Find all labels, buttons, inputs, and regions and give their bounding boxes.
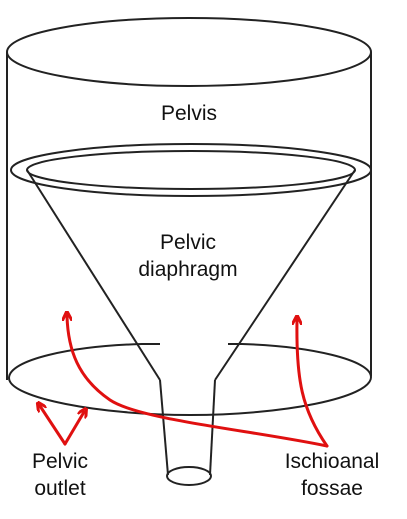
fossae-arrow-right xyxy=(297,320,329,448)
funnel-rim-inner xyxy=(26,150,356,190)
outlet-arrow-right xyxy=(63,412,84,446)
funnel-rim-outer xyxy=(10,143,372,197)
pelvic-outlet-ellipse xyxy=(7,343,373,417)
label-pelvic-outlet-line1: Pelvic xyxy=(32,450,88,473)
label-pelvic-diaphragm-line1: Pelvic xyxy=(160,231,216,254)
cylinder-top-ellipse xyxy=(6,17,372,87)
label-ischioanal-fossae-line2: fossae xyxy=(301,477,363,500)
funnel-stem-left xyxy=(159,379,169,476)
funnel-stem-tip xyxy=(166,466,212,486)
label-pelvic-diaphragm-line2: diaphragm xyxy=(138,258,237,281)
label-ischioanal-fossae-line1: Ischioanal xyxy=(285,450,380,473)
fossae-arrow-left xyxy=(67,316,329,448)
outlet-arrow-left xyxy=(40,406,67,446)
label-pelvic-outlet-line2: outlet xyxy=(34,477,86,500)
label-pelvis: Pelvis xyxy=(161,102,217,125)
